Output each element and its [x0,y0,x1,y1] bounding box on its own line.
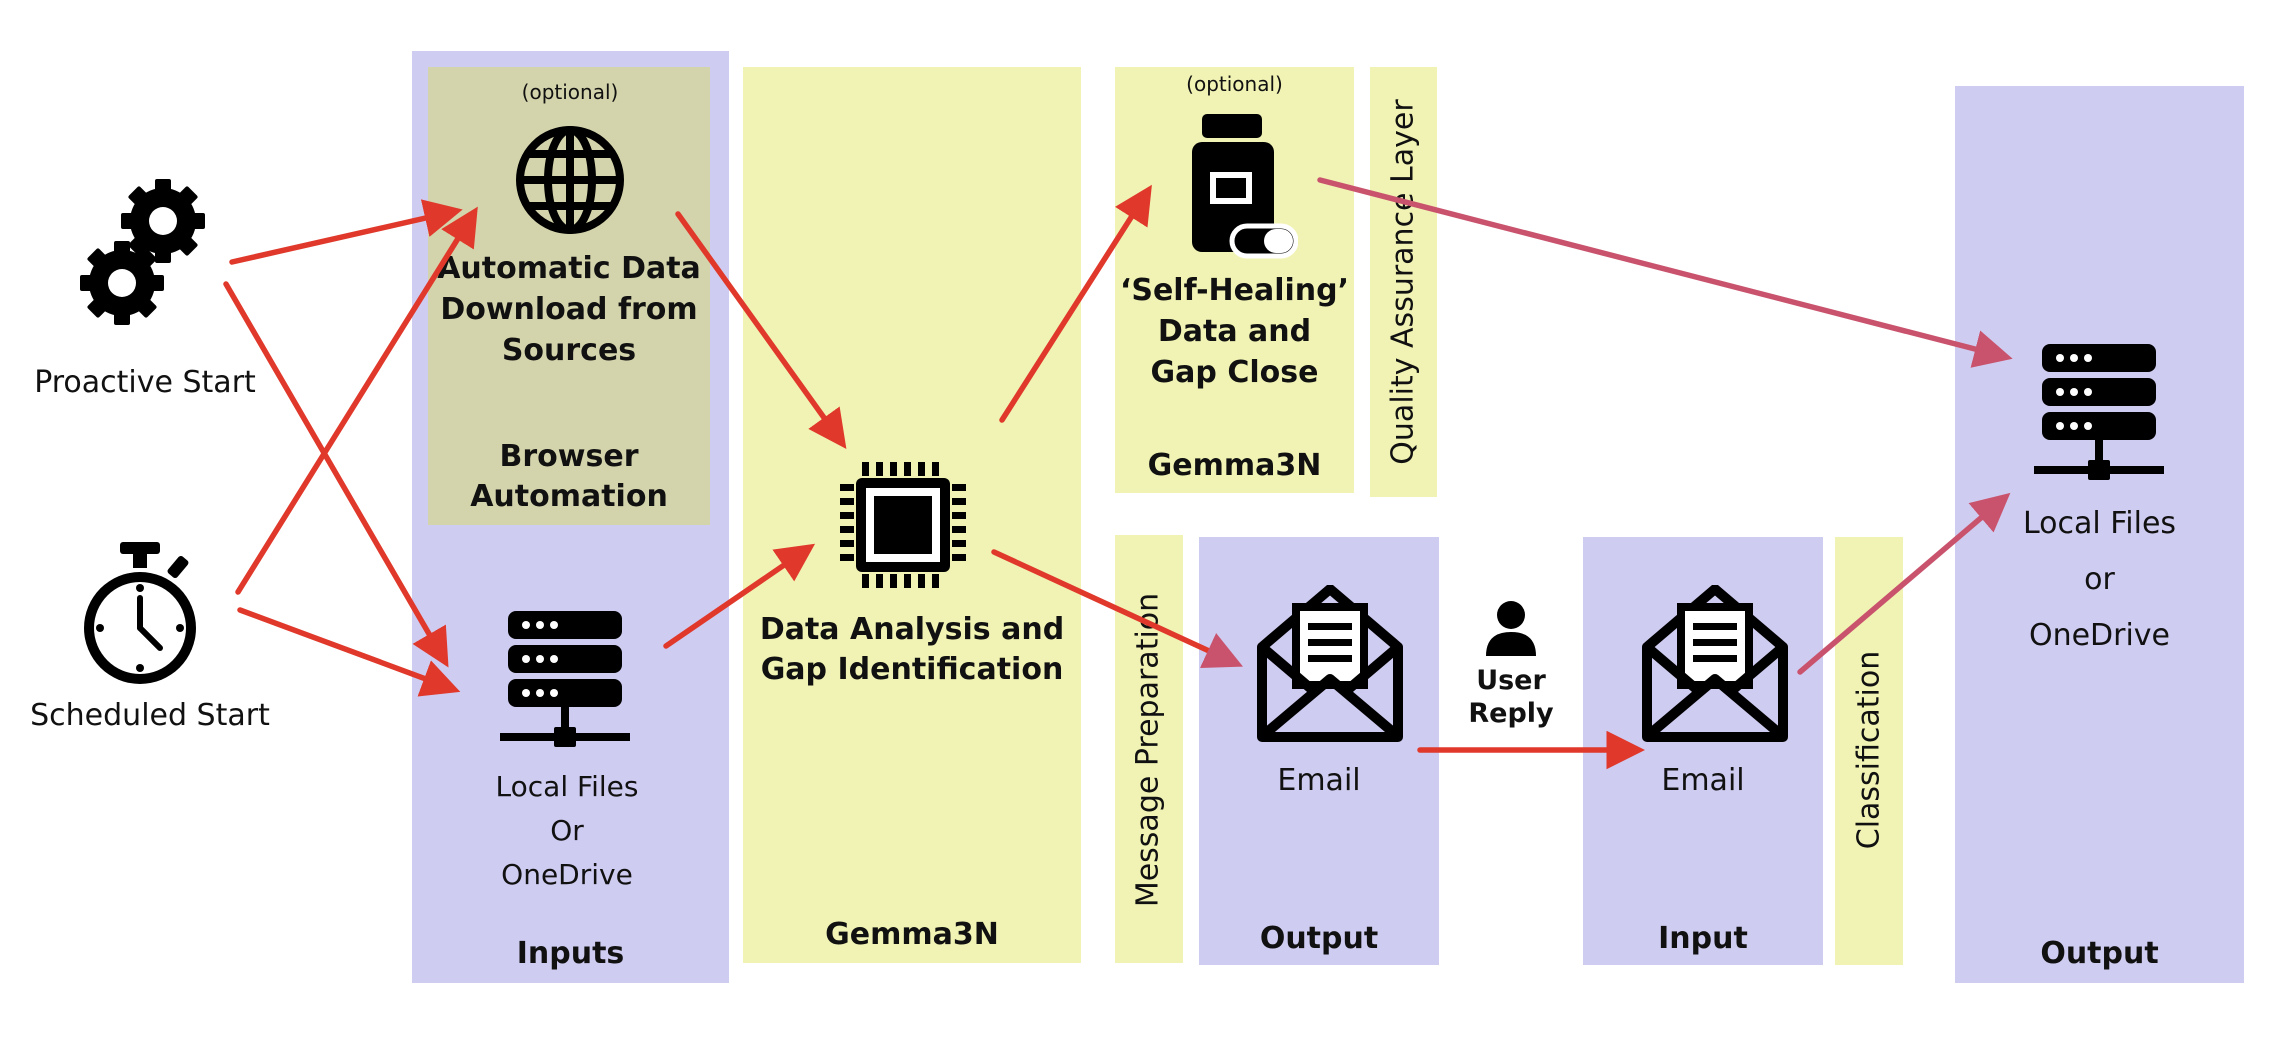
email-input-label: Email [1661,763,1745,798]
user-reply-label: User Reply [1446,664,1576,730]
arrow-analysis-to-self-healing [999,184,1152,423]
medicine-bottle-icon [1192,114,1298,259]
output-server-icon [2034,344,2164,480]
final-output-files-line: Local Files [2022,506,2177,541]
quality-assurance-panel [1370,67,1437,497]
classification-panel [1835,537,1903,965]
message-preparation-panel [1115,535,1183,963]
cpu-chip-icon [840,462,966,588]
local-files-label: Local Files Or OneDrive [412,765,722,897]
self-healing-task-line: Data and [1157,314,1312,349]
arrow-browser-to-analysis [675,211,847,449]
local-files-line: Local Files [495,770,639,803]
local-files-line: Or [550,814,584,847]
browser-automation-line: Automation [470,479,668,514]
final-output-files-line: OneDrive [2028,618,2171,653]
user-reply-line: Reply [1468,698,1554,729]
self-healing-title: Gemma3N [1147,448,1322,483]
email-envelope-icon [1642,585,1788,742]
browser-optional-note: (optional) [521,80,619,104]
final-output-files-label: Local Files or OneDrive [1955,496,2244,664]
analysis-title: Gemma3N [825,917,999,952]
final-output-files-line: or [2084,562,2115,597]
arrow-email-input-to-final-output [1797,492,2011,675]
self-healing-task-line: ‘Self-Healing’ [1119,273,1350,308]
local-files-line: OneDrive [501,858,633,891]
browser-task-line: Download from [440,292,698,327]
self-healing-task-label: ‘Self-Healing’ Data and Gap Close [1115,270,1354,393]
analysis-task-label: Data Analysis and Gap Identification [743,610,1081,690]
arrow-analysis-to-email-output [991,549,1243,668]
stopwatch-icon [84,542,196,684]
scheduled-start-label: Scheduled Start [30,698,270,733]
self-healing-task-line: Gap Close [1150,355,1319,390]
self-healing-optional-note: (optional) [1186,72,1283,96]
arrow-local-files-to-analysis [663,543,816,649]
browser-automation-label: Browser Automation [428,437,710,517]
arrow-proactive-to-browser [229,199,463,265]
final-output-panel [1955,86,2244,983]
gears-icon [80,179,205,325]
local-files-server-icon [500,611,630,747]
globe-icon [516,126,624,234]
analysis-task-line: Gap Identification [760,652,1064,687]
email-output-label: Email [1277,763,1361,798]
user-reply-line: User [1476,665,1546,696]
inputs-title: Inputs [516,936,625,971]
arrow-self-healing-to-final-output [1317,177,2013,368]
arrow-scheduled-to-browser [235,206,478,595]
email-output-title: Output [1259,921,1379,956]
analysis-task-line: Data Analysis and [759,612,1065,647]
proactive-start-label: Proactive Start [34,365,256,400]
arrow-proactive-to-local-files [223,281,449,668]
browser-task-label: Automatic Data Download from Sources [428,248,710,371]
email-input-title: Input [1658,921,1748,956]
browser-task-line: Automatic Data [437,251,701,286]
browser-task-line: Sources [501,333,637,368]
final-output-title: Output [2040,936,2159,971]
browser-automation-line: Browser [499,439,639,474]
arrow-scheduled-to-local-files [237,607,461,697]
email-envelope-icon [1257,585,1403,742]
user-icon [1486,601,1536,656]
